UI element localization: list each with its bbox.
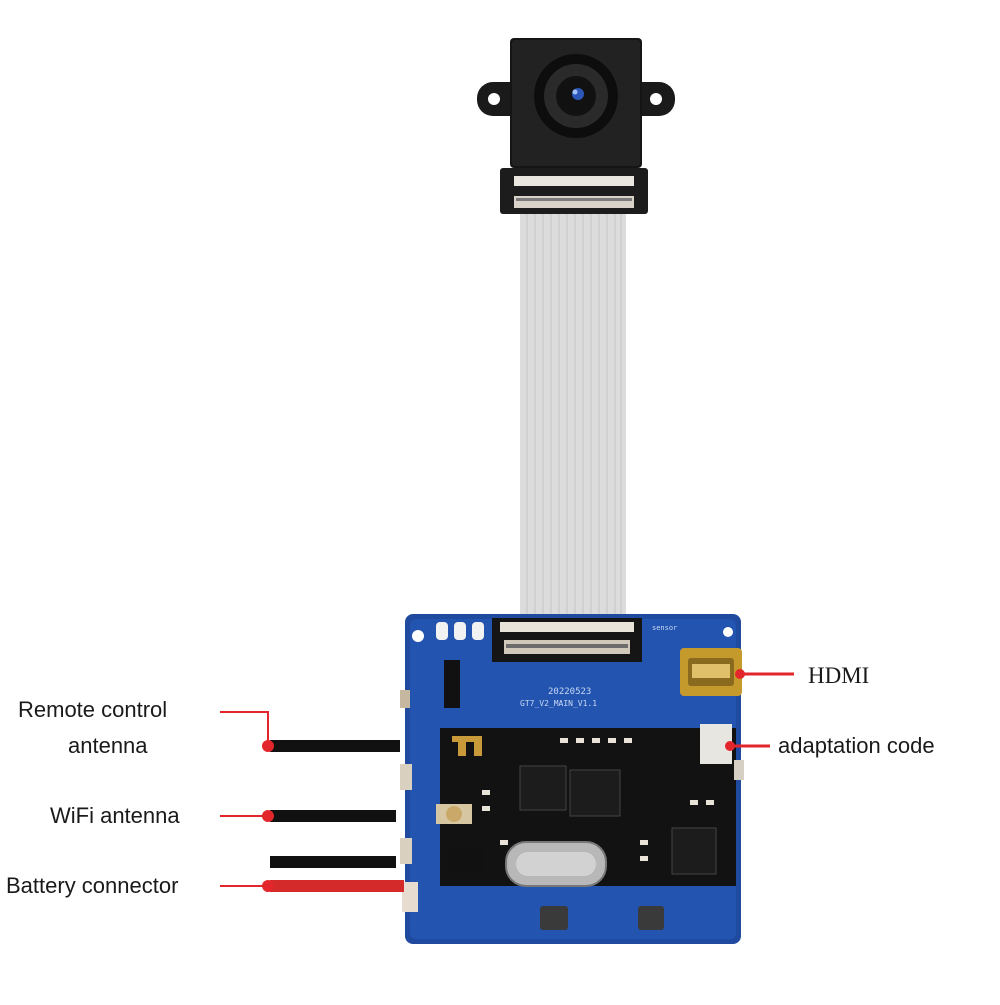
pcb-code-text: 20220523 [548, 687, 591, 697]
camera-module [477, 38, 675, 214]
wifi-antenna-wire [270, 810, 396, 822]
remote-antenna-wire [270, 740, 400, 752]
battery-connector-label: Battery connector [6, 873, 179, 898]
ribbon-cable [520, 214, 626, 618]
adaptation-code-label: adaptation code [778, 733, 935, 758]
battery-callout-dot [262, 880, 274, 892]
remote-control-label-line1: Remote control [18, 697, 168, 722]
battery-wire-black [270, 856, 396, 868]
pcb-model-text: GT7_V2_MAIN_V1.1 [520, 699, 597, 708]
wires [270, 740, 404, 892]
sensor-tag-text: sensor [652, 624, 677, 632]
remote-control-label-line2: antenna [68, 733, 148, 758]
main-chip [519, 765, 567, 811]
pcb-board: 20220523 GT7_V2_MAIN_V1.1 sensor [400, 614, 744, 944]
battery-wire-red [270, 880, 404, 892]
hdmi-label: HDMI [808, 663, 870, 688]
remote-callout-line [220, 711, 269, 746]
hdmi-callout-dot [735, 669, 745, 679]
adaptation-callout-dot [725, 741, 735, 751]
wifi-antenna-label: WiFi antenna [50, 803, 180, 828]
remote-callout-dot [262, 740, 274, 752]
wifi-callout-dot [262, 810, 274, 822]
